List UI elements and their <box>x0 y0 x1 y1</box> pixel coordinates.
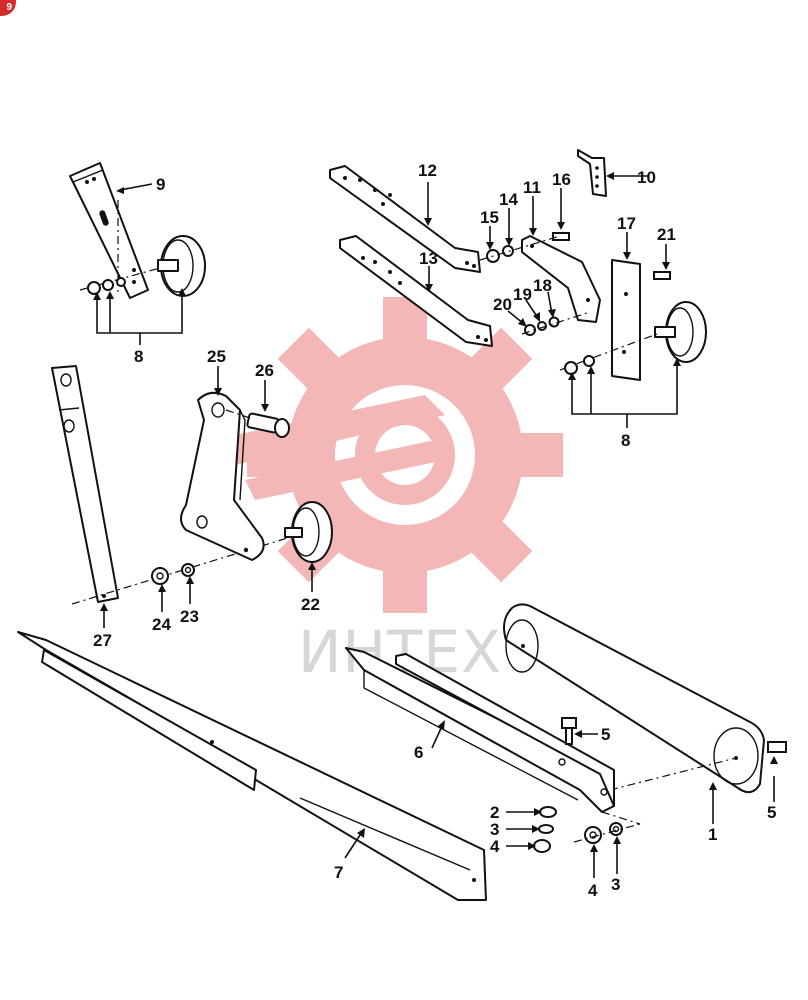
callout-9: 9 <box>156 175 165 194</box>
callout-labels: 9 8 12 13 10 16 11 14 15 17 21 18 19 20 … <box>93 161 776 900</box>
callout-15: 15 <box>480 208 499 227</box>
strut-13 <box>339 235 493 347</box>
hardware-bottom <box>533 717 641 853</box>
callout-5: 5 <box>767 803 776 822</box>
corner-badge-text: 9 <box>6 2 12 13</box>
callout-21: 21 <box>657 225 676 244</box>
leaders-top-right <box>424 172 670 327</box>
wheel-8-top-left <box>79 235 206 297</box>
callout-12: 12 <box>418 161 437 180</box>
bracket-9 <box>69 162 149 299</box>
leader-9 <box>116 183 153 194</box>
callout-27: 27 <box>93 631 112 650</box>
leaders-bottom-right <box>431 720 778 878</box>
hardware-23-24 <box>151 563 195 585</box>
callout-17: 17 <box>617 214 636 233</box>
plate-17 <box>611 259 671 381</box>
callout-7: 7 <box>334 863 343 882</box>
callout-8: 8 <box>621 431 630 450</box>
bracket-10 <box>577 149 607 197</box>
callout-4: 4 <box>588 881 598 900</box>
arm-25 <box>180 391 265 561</box>
strut-12 <box>329 165 481 273</box>
callout-14: 14 <box>499 190 518 209</box>
wheel-22 <box>284 501 333 563</box>
callout-20: 20 <box>493 295 512 314</box>
callout-26: 26 <box>255 361 274 380</box>
callout-4: 4 <box>490 837 500 856</box>
hardware-18-19-20 <box>521 311 591 336</box>
callout-23: 23 <box>180 607 199 626</box>
callout-8: 8 <box>134 347 143 366</box>
channel-6 <box>345 647 615 813</box>
strip-7 <box>17 631 487 901</box>
callout-10: 10 <box>637 168 656 187</box>
callout-25: 25 <box>207 347 226 366</box>
callout-11: 11 <box>523 178 541 197</box>
leader-7 <box>344 828 365 859</box>
callout-18: 18 <box>533 276 552 295</box>
panel-1 <box>503 603 787 794</box>
callout-19: 19 <box>513 285 532 304</box>
leaders-middle-left <box>100 366 316 628</box>
callout-2: 2 <box>490 803 499 822</box>
wheel-8-right <box>559 301 707 375</box>
watermark-logo: ИНТЕХ <box>235 297 563 686</box>
leader-8-right <box>568 358 681 428</box>
callout-13: 13 <box>419 249 438 268</box>
callout-24: 24 <box>152 615 171 634</box>
callout-3: 3 <box>611 875 620 894</box>
bracket-11 <box>521 235 601 323</box>
callout-16: 16 <box>552 170 571 189</box>
bolt-26 <box>225 409 290 438</box>
callout-1: 1 <box>708 825 717 844</box>
callout-3: 3 <box>490 820 499 839</box>
callout-22: 22 <box>301 595 320 614</box>
callout-5: 5 <box>601 725 610 744</box>
leader-8-top-left <box>93 288 186 345</box>
callout-6: 6 <box>414 743 423 762</box>
hardware-14-15-16 <box>479 232 570 263</box>
